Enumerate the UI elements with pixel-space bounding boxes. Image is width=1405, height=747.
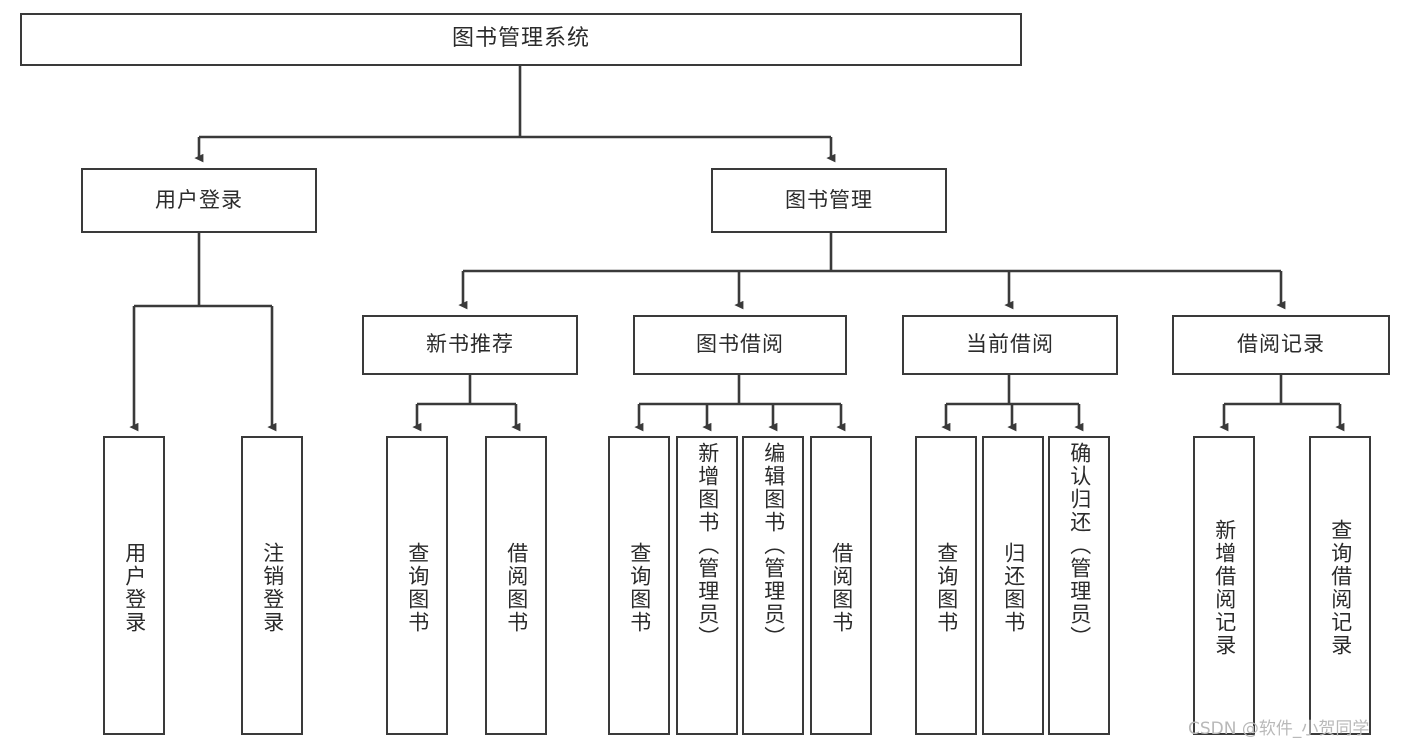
node-label: 借阅图书 (829, 541, 854, 634)
leaf-confirm-return-admin[interactable]: 确认归还（管理员） (1048, 436, 1110, 735)
leaf-add-book-admin[interactable]: 新增图书（管理员） (676, 436, 738, 735)
leaf-borrow-book[interactable]: 借阅图书 (810, 436, 872, 735)
node-book-borrow[interactable]: 图书借阅 (633, 315, 847, 375)
leaf-query-book-current[interactable]: 查询图书 (915, 436, 977, 735)
node-label: 图书借阅 (696, 332, 784, 357)
leaf-return-book[interactable]: 归还图书 (982, 436, 1044, 735)
node-label: 查询图书 (405, 541, 430, 634)
node-label: 图书管理系统 (451, 26, 590, 52)
node-current-borrow[interactable]: 当前借阅 (902, 315, 1118, 375)
leaf-query-book-recommend[interactable]: 查询图书 (386, 436, 448, 735)
node-book-management[interactable]: 图书管理 (711, 168, 947, 233)
node-label: 借阅图书 (504, 541, 529, 634)
node-label: 新增图书（管理员） (695, 442, 720, 649)
node-label: 查询借阅记录 (1328, 518, 1353, 657)
node-label: 图书管理 (785, 187, 873, 212)
node-label: 确认归还（管理员） (1067, 442, 1092, 649)
node-label: 查询图书 (934, 541, 959, 634)
leaf-user-login[interactable]: 用户登录 (103, 436, 165, 735)
leaf-query-borrow-record[interactable]: 查询借阅记录 (1309, 436, 1371, 735)
node-label: 归还图书 (1001, 541, 1026, 634)
node-new-book-recommend[interactable]: 新书推荐 (362, 315, 578, 375)
node-label: 编辑图书（管理员） (761, 442, 786, 649)
node-user-login[interactable]: 用户登录 (81, 168, 317, 233)
leaf-edit-book-admin[interactable]: 编辑图书（管理员） (742, 436, 804, 735)
leaf-add-borrow-record[interactable]: 新增借阅记录 (1193, 436, 1255, 735)
node-borrow-record[interactable]: 借阅记录 (1172, 315, 1390, 375)
node-label: 用户登录 (155, 187, 243, 212)
node-label: 当前借阅 (966, 332, 1054, 357)
node-label: 注销登录 (260, 541, 285, 634)
watermark-csdn: CSDN @软件_小贺同学 (1188, 719, 1370, 739)
leaf-query-book-borrow[interactable]: 查询图书 (608, 436, 670, 735)
node-label: 用户登录 (122, 541, 147, 634)
node-label: 借阅记录 (1237, 332, 1325, 357)
node-label: 新增借阅记录 (1212, 518, 1237, 657)
node-root-system[interactable]: 图书管理系统 (20, 13, 1022, 66)
node-label: 查询图书 (627, 541, 652, 634)
leaf-logout[interactable]: 注销登录 (241, 436, 303, 735)
node-label: 新书推荐 (426, 332, 514, 357)
leaf-borrow-book-recommend[interactable]: 借阅图书 (485, 436, 547, 735)
